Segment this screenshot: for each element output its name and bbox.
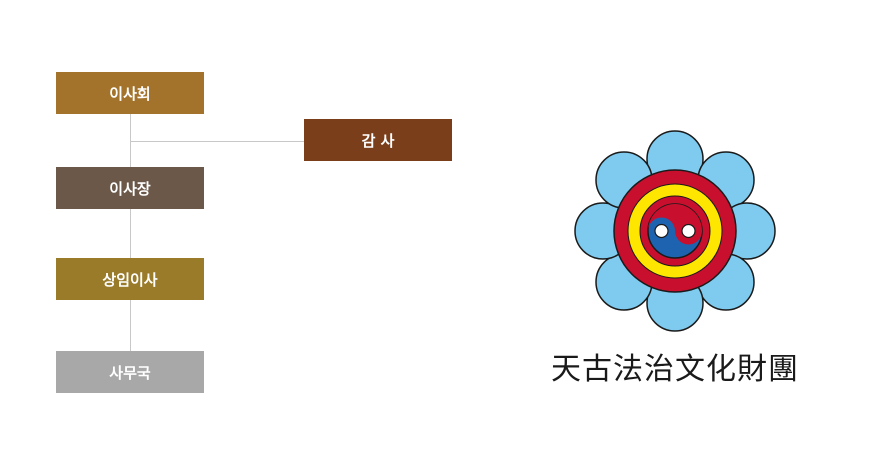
org-box-board-label: 이사회 [109,84,151,103]
connector-main-vertical [130,114,131,352]
org-box-standing-director-label: 상임이사 [102,270,158,289]
org-box-standing-director: 상임이사 [56,258,204,300]
org-box-auditor: 감 사 [304,119,452,161]
org-box-secretariat: 사무국 [56,351,204,393]
taeguk-symbol [647,203,703,259]
organization-name: 天古法治文化財團 [551,352,799,387]
org-box-board: 이사회 [56,72,204,114]
foundation-logo-icon [574,130,776,332]
org-box-auditor-label: 감 사 [361,131,395,150]
org-box-chairman-label: 이사장 [109,179,151,198]
org-box-chairman: 이사장 [56,167,204,209]
connector-auditor-horizontal [130,141,305,142]
org-box-secretariat-label: 사무국 [109,363,151,382]
